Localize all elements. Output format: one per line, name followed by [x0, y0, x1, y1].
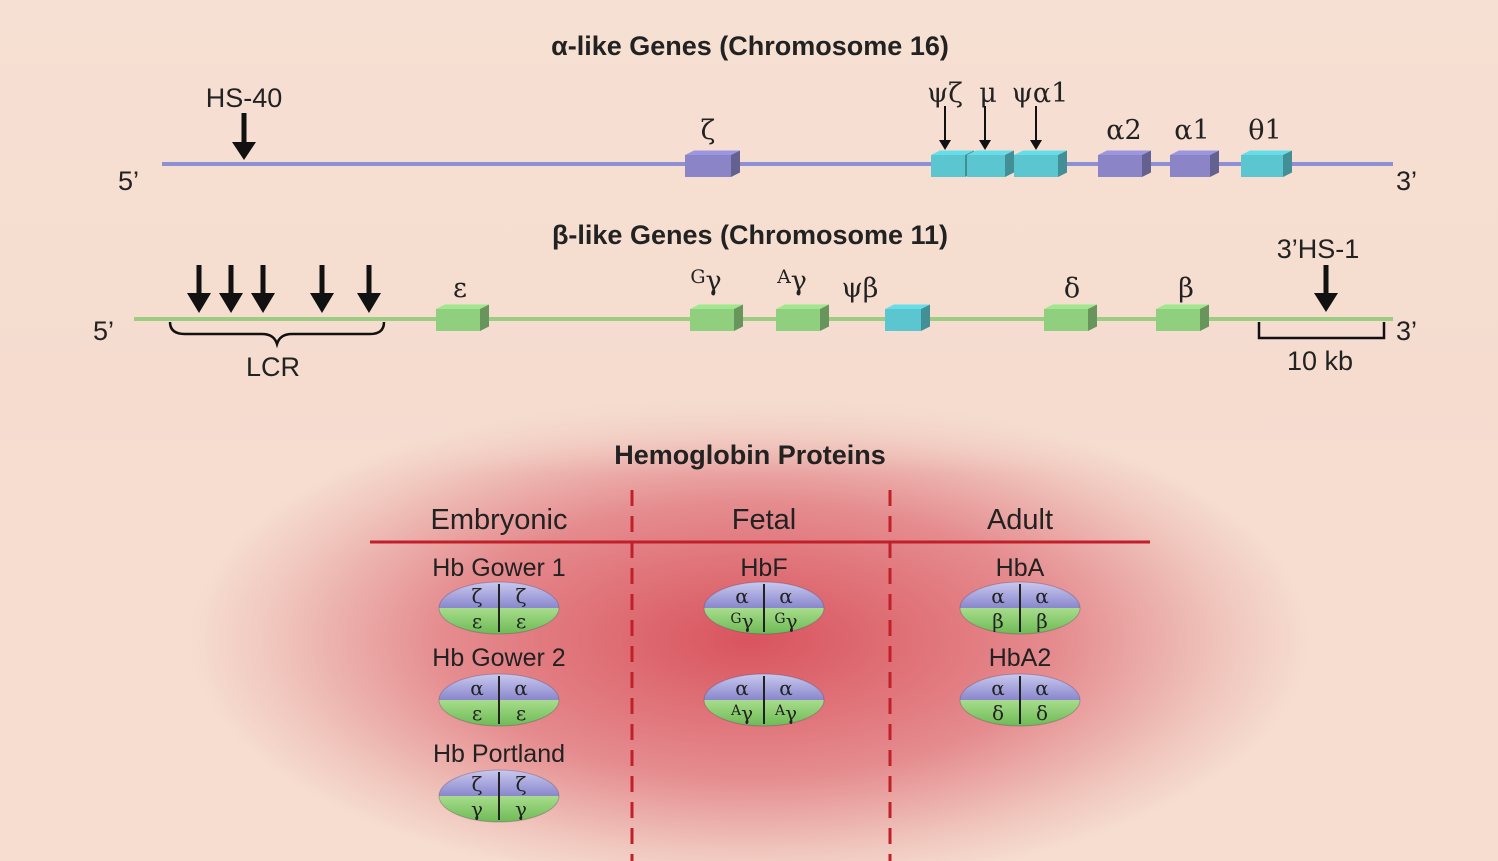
chain-label: β [992, 609, 1004, 633]
hs40-arrow-icon [232, 113, 256, 160]
beta-gene-label-5: δ [1064, 273, 1080, 304]
alpha-gene-label-2: ψζ [927, 78, 963, 109]
lcr-label: LCR [246, 352, 300, 382]
beta-gene-label-4: ψβ [842, 273, 879, 304]
hemoglobin-name: HbA2 [989, 644, 1052, 672]
alpha-gene-label-4: ψα1 [1012, 78, 1069, 109]
hemoglobin-name: Hb Gower 2 [432, 644, 565, 672]
alpha-gene-label-1: ζ [701, 115, 716, 146]
alpha-5prime-label: 5’ [118, 166, 139, 196]
alpha-gene-3 [967, 150, 1014, 177]
hemoglobin-name: HbF [740, 554, 787, 582]
hs1-arrow-icon [1314, 265, 1338, 312]
lcr-arrows-icon [187, 265, 381, 313]
alpha-gene-5 [1098, 150, 1151, 177]
hs1-label: 3’HS-1 [1277, 234, 1360, 264]
lcr-brace-icon [168, 321, 386, 349]
alpha-gene-7 [1241, 150, 1292, 177]
chain-label: ε [472, 609, 482, 633]
chain-label: α [991, 584, 1005, 608]
beta-gene-5 [1044, 304, 1097, 331]
chain-label: β [1036, 609, 1048, 633]
beta-gene-6 [1156, 304, 1209, 331]
chain-label: Gγ [774, 609, 797, 633]
chain-label: Aγ [774, 701, 797, 725]
chain-label: α [779, 676, 793, 700]
chain-label: Gγ [730, 609, 753, 633]
chain-label: α [779, 584, 793, 608]
beta-gene-label-1: ε [453, 273, 467, 304]
scale-bar-icon [1257, 322, 1386, 340]
chain-label: δ [992, 701, 1004, 725]
chain-label: Aγ [730, 701, 753, 725]
beta-5prime-label: 5’ [93, 316, 114, 346]
chain-label: ε [516, 701, 526, 725]
hs40-label: HS-40 [206, 83, 283, 113]
alpha-3prime-label: 3’ [1396, 166, 1417, 196]
chain-label: ε [516, 609, 526, 633]
beta-gene-2 [690, 304, 743, 331]
pseudogene-arrow-icon-1 [939, 106, 951, 150]
lcr-arrow-icon-4 [310, 265, 334, 313]
lcr-arrow-icon-3 [251, 265, 275, 313]
alpha-gene-label-7: θ1 [1248, 115, 1281, 146]
lcr-arrow-icon-5 [357, 265, 381, 313]
chain-label: δ [1036, 701, 1048, 725]
chain-label: γ [515, 797, 527, 821]
alpha-gene-4 [1014, 150, 1067, 177]
chain-label: α [470, 676, 484, 700]
beta-locus-title: β-like Genes (Chromosome 11) [552, 220, 948, 250]
beta-3prime-label: 3’ [1396, 316, 1417, 346]
chain-label: ζ [516, 584, 527, 608]
chain-label: α [1035, 676, 1049, 700]
chain-label: α [1035, 584, 1049, 608]
column-header-2: Fetal [732, 504, 796, 536]
lcr-arrow-icon-2 [219, 265, 243, 313]
alpha-gene-1 [685, 150, 740, 177]
proteins-title: Hemoglobin Proteins [614, 440, 886, 470]
beta-gene-label-3: Aγ [776, 266, 807, 297]
lcr-arrow-icon-1 [187, 265, 211, 313]
alpha-locus-title: α-like Genes (Chromosome 16) [551, 31, 949, 61]
beta-gene-3 [776, 304, 829, 331]
chain-label: α [514, 676, 528, 700]
beta-gene-4 [885, 304, 930, 331]
alpha-gene-6 [1170, 150, 1219, 177]
chain-label: α [991, 676, 1005, 700]
chain-label: ε [472, 701, 482, 725]
beta-gene-1 [436, 304, 489, 331]
beta-gene-label-2: Gγ [690, 266, 721, 297]
column-header-1: Embryonic [431, 504, 568, 536]
chain-label: ζ [516, 772, 527, 796]
scale-bar-label: 10 kb [1287, 346, 1353, 376]
beta-gene-label-6: β [1178, 273, 1194, 304]
alpha-gene-label-5: α2 [1106, 115, 1141, 146]
beta-gene-group: ε Gγ Aγ ψβ δ β [436, 266, 1209, 331]
hemoglobin-name: HbA [996, 554, 1045, 582]
pseudogene-arrow-icon-3 [1030, 106, 1042, 150]
chain-label: ζ [472, 772, 483, 796]
chain-label: α [735, 584, 749, 608]
hemoglobin-name: Hb Portland [433, 740, 565, 768]
chain-label: α [735, 676, 749, 700]
pseudogene-arrow-icon-2 [979, 106, 991, 150]
chain-label: γ [471, 797, 483, 821]
chain-label: ζ [472, 584, 483, 608]
column-header-3: Adult [987, 504, 1053, 536]
hemoglobin-name: Hb Gower 1 [432, 554, 565, 582]
alpha-gene-label-6: α1 [1174, 115, 1209, 146]
alpha-gene-label-3: μ [979, 78, 997, 109]
